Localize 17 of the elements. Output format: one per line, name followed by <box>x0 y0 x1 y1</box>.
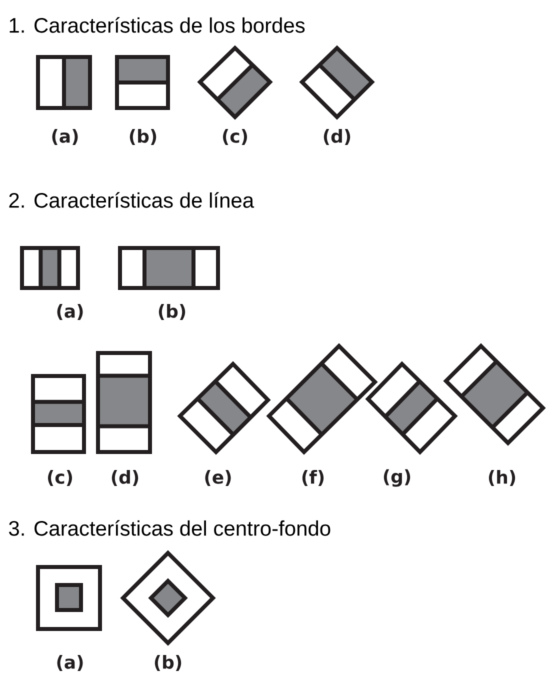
sub-label: (a) <box>57 304 83 320</box>
sub-label: (h) <box>488 470 516 486</box>
section-heading: 3. Características del centro-fondo <box>9 520 330 536</box>
sub-label: (d) <box>112 470 138 486</box>
sub-label: (b) <box>154 654 182 672</box>
sub-label: (d) <box>324 128 350 146</box>
sub-label: (e) <box>205 470 231 486</box>
sub-label: (a) <box>57 654 83 672</box>
sub-label: (c) <box>48 470 72 486</box>
section-heading: 1. Características de los bordes <box>10 17 305 33</box>
sub-label: (b) <box>130 128 156 146</box>
sub-label: (f) <box>302 470 324 486</box>
sub-label: (b) <box>158 304 186 320</box>
sub-label: (a) <box>52 128 78 146</box>
sub-label: (g) <box>384 469 410 487</box>
sub-label: (c) <box>223 128 248 146</box>
section-heading: 2. Características de línea <box>9 192 254 208</box>
